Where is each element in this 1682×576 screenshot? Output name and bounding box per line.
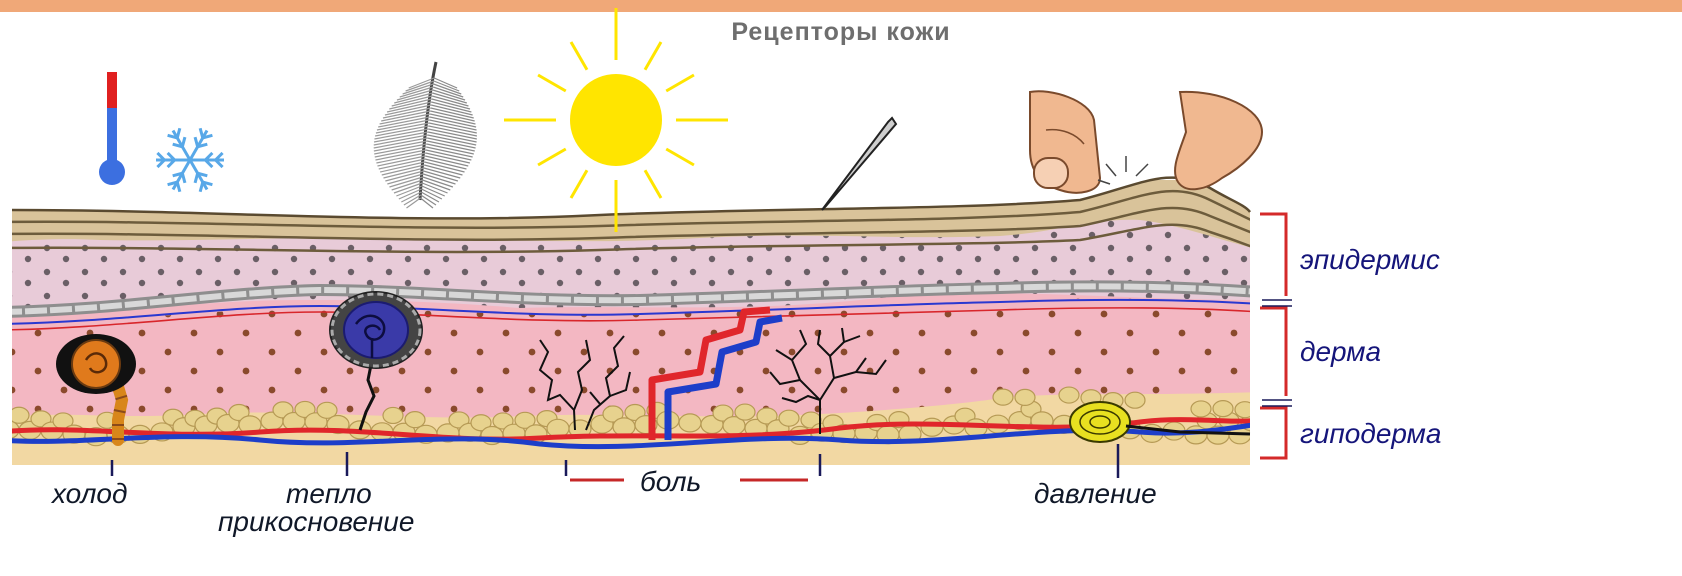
layer-label-epidermis: эпидермис [1300,244,1440,276]
thermometer-icon [99,72,125,185]
layer-label-hypodermis: гиподерма [1300,418,1441,450]
layer-brackets [1260,214,1286,458]
feather-icon [374,62,477,208]
receptor-label-pressure: давление [1034,478,1157,510]
layer-label-dermis: дерма [1300,336,1381,368]
needle-icon [822,118,896,210]
receptor-label-touch: прикосновение [218,506,414,538]
receptor-label-pain: боль [640,466,701,498]
snowflake-icon [156,128,224,191]
finger-icon [1030,91,1262,192]
sun-icon [504,8,728,232]
receptor-label-cold: холод [52,478,127,510]
